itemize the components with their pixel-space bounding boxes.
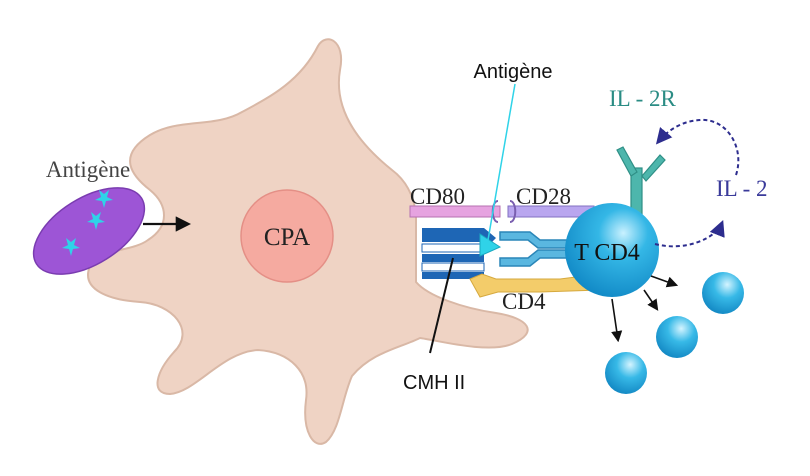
t-cd4-cell bbox=[565, 203, 659, 297]
cmh-ii-pointer bbox=[429, 257, 454, 354]
apc-label: CPA bbox=[264, 224, 310, 251]
cd28-label: CD28 bbox=[516, 184, 571, 209]
il2-secretion-arrow bbox=[654, 220, 725, 248]
il2-binding-arrow bbox=[655, 118, 740, 176]
antigen-label-top: Antigène bbox=[474, 61, 553, 83]
sphere-icon bbox=[656, 316, 698, 358]
sphere-icon bbox=[702, 272, 744, 314]
il2r-label: IL - 2R bbox=[609, 86, 677, 111]
peptide-antigen bbox=[479, 233, 502, 257]
sphere-icon bbox=[605, 352, 647, 394]
cmh-ii-label: CMH II bbox=[403, 372, 465, 394]
cytokine-release-arrows bbox=[611, 275, 679, 343]
cd80-label: CD80 bbox=[410, 184, 465, 209]
cd80-bar bbox=[409, 205, 501, 218]
antigen-top-pointer bbox=[487, 83, 516, 241]
t-cd4-label: T CD4 bbox=[574, 240, 640, 266]
tri-star-icon bbox=[62, 190, 113, 256]
antigen-ellipse bbox=[32, 187, 146, 275]
apc-nucleus bbox=[240, 189, 334, 283]
antigen-label-left: Antigène bbox=[46, 157, 130, 182]
il2r-receptor bbox=[616, 146, 666, 215]
il2-label: IL - 2 bbox=[716, 176, 768, 201]
cd4-label: CD4 bbox=[502, 289, 546, 314]
